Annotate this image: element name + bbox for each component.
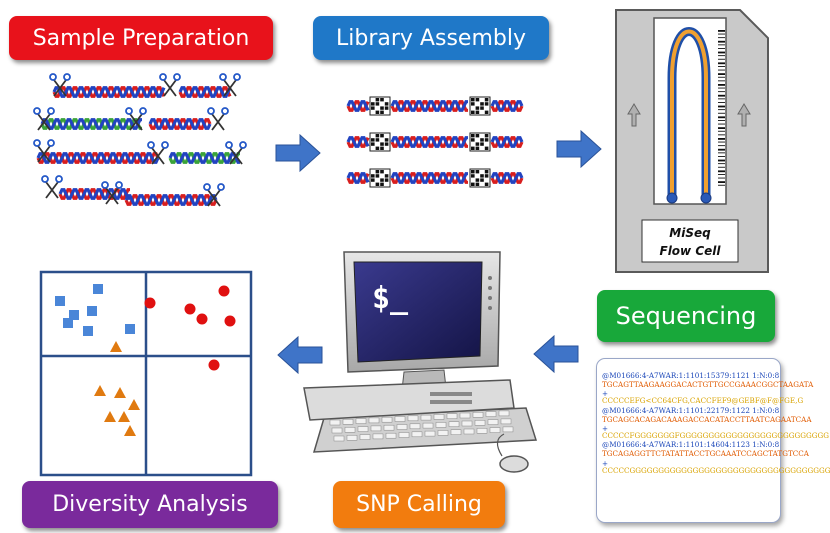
read-sequence: TGCAGTTAAGAAGGACACTGTTGCCGAAACGGCTAAGATA [602, 380, 814, 390]
dna-helix [40, 118, 142, 130]
dna-helix [390, 172, 468, 184]
barcode-icon [469, 168, 491, 188]
triangle-marker [104, 411, 116, 422]
barcode-icon [369, 132, 391, 152]
sequencing-label: Sequencing [597, 290, 775, 342]
dna-helix [390, 100, 468, 112]
flow-cell-title: MiSeq [669, 226, 711, 240]
terminal-prompt: $_ [372, 281, 409, 316]
barcode-icon [369, 96, 391, 116]
square-marker [69, 310, 79, 320]
dna-helix [178, 86, 232, 98]
arrow-right-icon [556, 129, 602, 169]
scissors-icon [49, 73, 71, 97]
circle-marker [144, 297, 156, 309]
circle-marker [218, 285, 230, 297]
scissors-icon [219, 73, 241, 97]
computer-workstation-illustration: $_ [303, 251, 538, 473]
read-separator: + [602, 458, 609, 468]
arrow-left-icon [533, 334, 579, 374]
flow-cell-subtitle: Flow Cell [660, 244, 722, 258]
dna-helix [346, 172, 370, 184]
scissors-icon [41, 175, 63, 199]
read-separator: + [602, 389, 609, 399]
circle-marker [196, 313, 208, 325]
sample-preparation-label: Sample Preparation [9, 16, 273, 60]
flow-cell-illustration: MiSeq Flow Cell [615, 9, 769, 273]
fragmented-dna-illustration [33, 73, 247, 207]
fastq-reads-panel: @M01666:4-A7WAR:1:1101:15379:1121 1:N:0:… [596, 358, 830, 523]
diversity-quadrant-plot [39, 270, 253, 477]
scissors-icon [159, 73, 181, 97]
triangle-marker [110, 341, 122, 352]
square-marker [87, 306, 97, 316]
read-header: @M01666:4-A7WAR:1:1101:15379:1121 1:N:0:… [602, 371, 780, 380]
scissors-icon [225, 141, 247, 165]
square-marker [63, 318, 73, 328]
library-assembly-label: Library Assembly [313, 16, 549, 60]
arrow-left-icon [277, 335, 323, 375]
dna-helix [490, 136, 524, 148]
diversity-analysis-label: Diversity Analysis [22, 481, 278, 528]
triangle-marker [124, 425, 136, 436]
snp-calling-label: SNP Calling [333, 481, 505, 528]
read-sequence: TGCAGAGGTTCTATATTACCTGCAAATCCAGCTATGTCCA [602, 449, 809, 459]
scissors-icon [147, 141, 169, 165]
dna-helix [58, 188, 130, 200]
circle-marker [224, 315, 236, 327]
triangle-marker [114, 387, 126, 398]
read-header: @M01666:4-A7WAR:1:1101:22179:1122 1:N:0:… [602, 405, 780, 415]
read-sequence: TGCAGCACAGACAAAGACCACATACCTTAATCAGAATCAA [602, 414, 812, 424]
scissors-icon [101, 181, 123, 205]
barcode-icon [469, 96, 491, 116]
dna-helix [390, 136, 468, 148]
dna-helix [490, 100, 524, 112]
read-quality: CCCCCGGGGGGGGGGGGGGGGGGGGGGGGGGGGGGGGGGG [602, 465, 830, 475]
scissors-icon [207, 107, 229, 131]
dna-helix [346, 136, 370, 148]
circle-marker [184, 303, 196, 315]
square-marker [93, 284, 103, 294]
scissors-icon [203, 183, 225, 207]
scissors-icon [33, 107, 55, 131]
triangle-marker [118, 411, 130, 422]
triangle-marker [128, 399, 140, 410]
arrow-right-icon [275, 133, 321, 173]
square-marker [125, 324, 135, 334]
read-quality: CCCCCFGGGGGGGFGGGGGGGGGGGGGGGGGGGGGGGGGG [602, 431, 829, 441]
triangle-marker [94, 385, 106, 396]
dna-helix [36, 152, 160, 164]
dna-helix [168, 152, 240, 164]
scissors-icon [125, 107, 147, 131]
scissors-icon [33, 139, 55, 163]
barcode-icon [469, 132, 491, 152]
dna-helix [124, 194, 218, 206]
dna-helix [148, 118, 212, 130]
barcoded-dna-library-illustration [346, 96, 524, 188]
dna-helix [346, 100, 370, 112]
dna-helix [490, 172, 524, 184]
read-separator: + [602, 424, 609, 434]
square-marker [55, 296, 65, 306]
read-header: @M01666:4-A7WAR:1:1101:14604:1123 1:N:0:… [602, 440, 780, 450]
barcode-icon [369, 168, 391, 188]
circle-marker [208, 359, 220, 371]
read-quality: CCCCCEFG<CC64CFG,CACCFEF9@GEBF@F@FGE,G [602, 396, 804, 406]
dna-helix [52, 86, 166, 98]
square-marker [83, 326, 93, 336]
